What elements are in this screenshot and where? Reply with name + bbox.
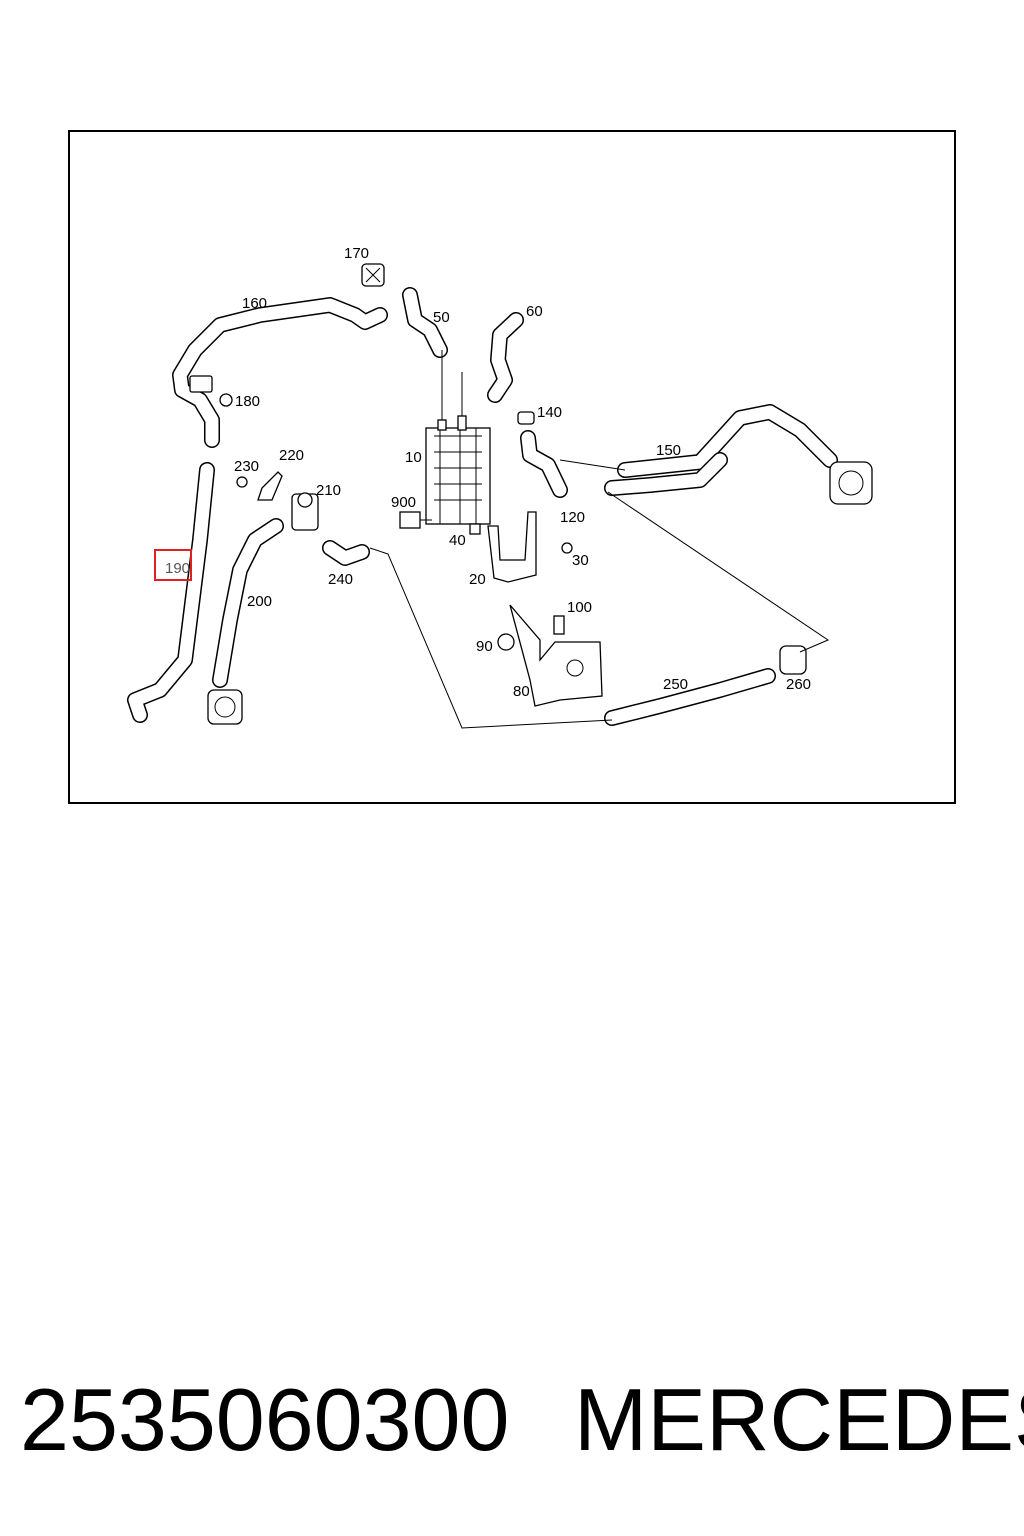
callout-120: 120	[560, 509, 585, 526]
bolt-100	[553, 615, 565, 635]
callout-220: 220	[279, 447, 304, 464]
hose-200	[212, 518, 284, 688]
clip-140	[517, 411, 535, 425]
clamp-170	[361, 263, 385, 287]
connector-150-end	[829, 461, 873, 505]
hose-250	[604, 668, 776, 726]
hose-150	[604, 404, 838, 496]
bolt-180	[219, 393, 233, 407]
callout-190: 190	[165, 560, 190, 577]
nut-90	[497, 633, 515, 651]
hose-50	[402, 287, 448, 358]
callout-160: 160	[242, 295, 267, 312]
bracket-180-mount	[189, 375, 213, 393]
callout-250: 250	[663, 676, 688, 693]
screw-40	[469, 523, 481, 535]
heater-unit-10	[425, 415, 491, 525]
screw-30	[561, 542, 573, 554]
callout-230: 230	[234, 458, 259, 475]
callout-260: 260	[786, 676, 811, 693]
callout-240: 240	[328, 571, 353, 588]
bracket-20	[487, 511, 537, 583]
callout-10: 10	[405, 449, 422, 466]
hose-160	[172, 297, 388, 448]
brand-name: MERCEDES	[574, 1370, 1024, 1469]
bracket-80	[509, 604, 603, 707]
screw-230	[236, 476, 248, 488]
grommet-260	[779, 645, 807, 675]
part-number: 2535060300	[20, 1370, 510, 1469]
callout-180: 180	[235, 393, 260, 410]
hose-190	[127, 462, 215, 723]
callout-20: 20	[469, 571, 486, 588]
callout-140: 140	[537, 404, 562, 421]
callout-50: 50	[433, 309, 450, 326]
callout-80: 80	[513, 683, 530, 700]
valve-210	[291, 492, 319, 531]
bracket-220	[257, 471, 283, 501]
callout-170: 170	[344, 245, 369, 262]
callout-40: 40	[449, 532, 466, 549]
callout-100: 100	[567, 599, 592, 616]
footer: 2535060300 MERCEDES	[0, 1365, 1024, 1475]
callout-210: 210	[316, 482, 341, 499]
parts-diagram: 170 160 50 60 180 140 10 150 230 220 210…	[127, 245, 873, 729]
hose-120	[520, 430, 568, 498]
callout-200: 200	[247, 593, 272, 610]
callout-900: 900	[391, 494, 416, 511]
callout-150: 150	[656, 442, 681, 459]
diagram-frame	[68, 130, 956, 804]
hose-60	[487, 312, 524, 403]
hose-240	[322, 540, 370, 566]
callout-30: 30	[572, 552, 589, 569]
highlight-box-190	[154, 549, 192, 581]
callout-60: 60	[526, 303, 543, 320]
label-900	[399, 511, 421, 529]
callout-90: 90	[476, 638, 493, 655]
pump-200	[207, 689, 243, 725]
